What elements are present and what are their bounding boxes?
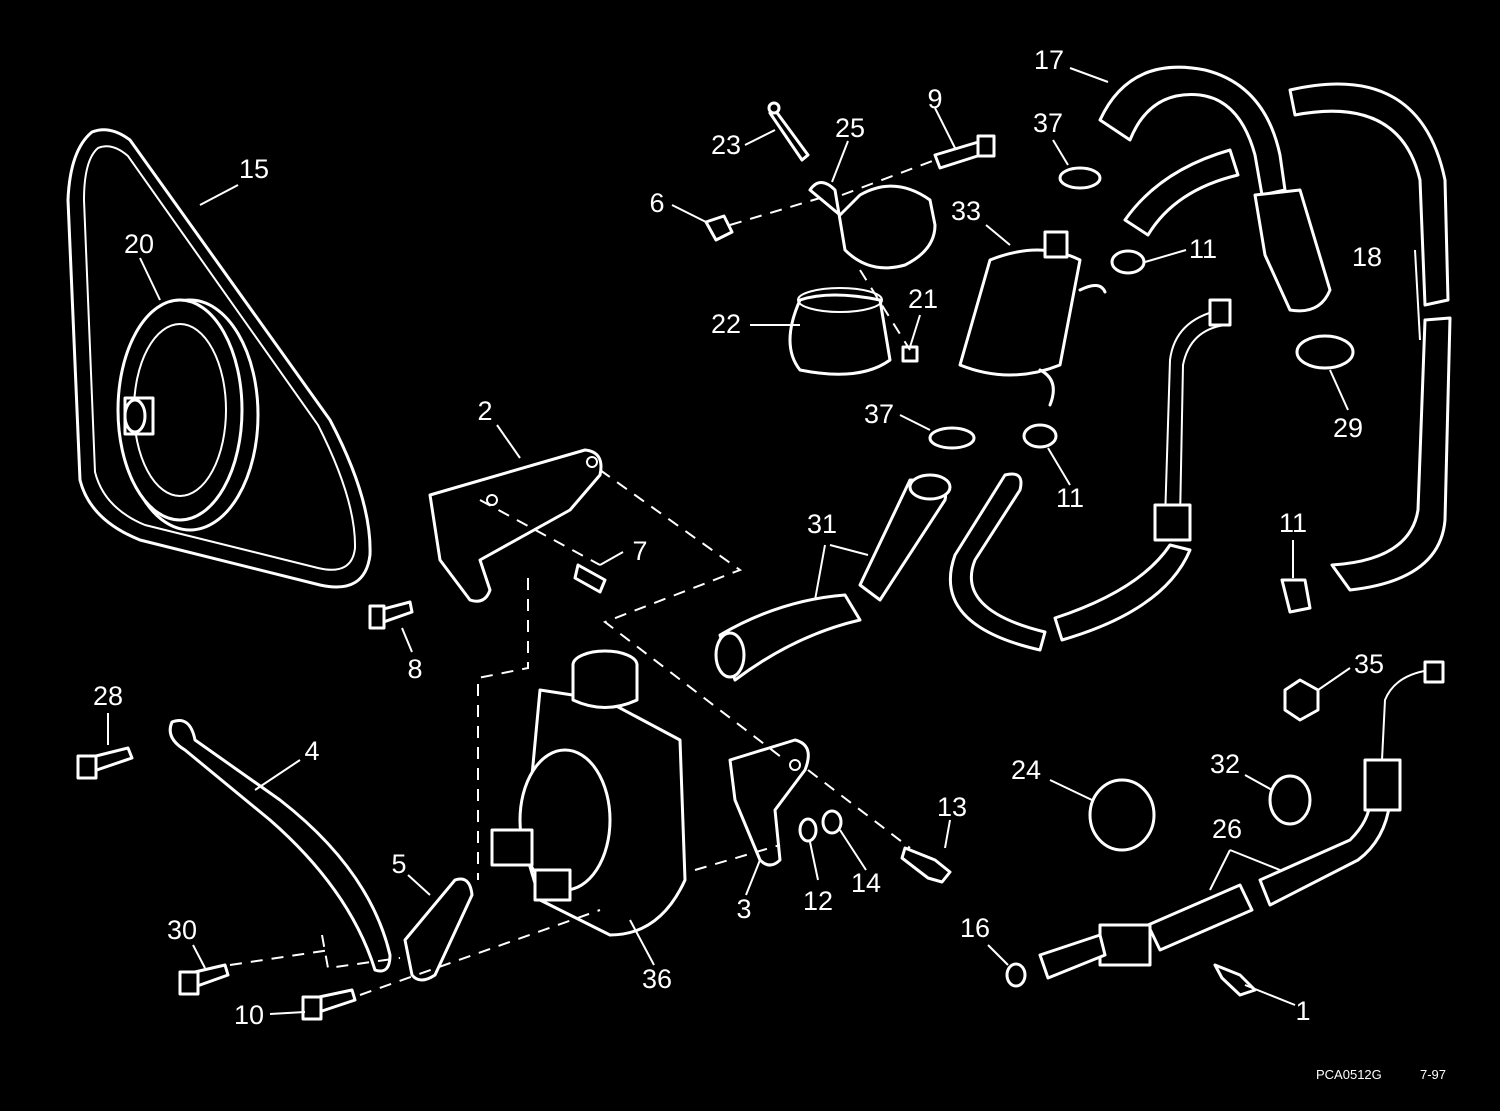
clamp-37-lower: [928, 426, 976, 450]
bolt-28: [76, 746, 134, 780]
label-part-10: 10: [234, 1000, 264, 1030]
hose-18: [1288, 82, 1452, 592]
hose-upper-tube: [1123, 148, 1332, 313]
bolt-23: [767, 101, 810, 162]
label-part-37-upper: 37: [1033, 108, 1063, 138]
label-part-2: 2: [477, 396, 492, 426]
nut-6: [704, 214, 734, 242]
label-part-4: 4: [304, 736, 319, 766]
label-part-7: 7: [632, 536, 647, 566]
tube-right: [1153, 298, 1232, 542]
plate-5: [403, 877, 474, 982]
bolt-9: [933, 134, 996, 170]
label-part-31: 31: [807, 509, 837, 539]
brace-4: [168, 719, 392, 973]
label-part-20: 20: [124, 229, 154, 259]
label-part-12: 12: [803, 886, 833, 916]
label-part-9: 9: [927, 84, 942, 114]
label-part-37-lower: 37: [864, 399, 894, 429]
hose-17: [1098, 65, 1287, 197]
clamp-11-upper: [1110, 249, 1146, 275]
label-part-6: 6: [649, 188, 664, 218]
label-part-35: 35: [1354, 649, 1384, 679]
clamp-11-middle: [1022, 423, 1058, 449]
label-part-1: 1: [1295, 996, 1310, 1026]
bolt-7: [573, 563, 607, 594]
label-part-8: 8: [407, 654, 422, 684]
label-part-11-upper: 11: [1189, 234, 1217, 264]
oring-16: [1005, 962, 1027, 988]
washer-12: [798, 817, 818, 843]
clamp-24: [1088, 778, 1156, 852]
label-part-14: 14: [851, 868, 881, 898]
label-part-24: 24: [1011, 755, 1041, 785]
bolt-13: [900, 846, 952, 884]
filter-33: [958, 230, 1107, 407]
clamp-37-upper: [1058, 166, 1102, 190]
label-part-26: 26: [1212, 814, 1242, 844]
label-part-32: 32: [1210, 749, 1240, 779]
label-part-25: 25: [835, 113, 865, 143]
label-part-3: 3: [736, 894, 751, 924]
bolt-8: [368, 600, 414, 630]
clamp-25: [808, 181, 937, 270]
clamp-11-lower: [1280, 578, 1312, 614]
pulley-20: [116, 298, 260, 532]
assembly-lines: [229, 159, 936, 996]
pump-36: [490, 649, 687, 937]
label-part-18: 18: [1352, 242, 1382, 272]
clip-1: [1213, 963, 1257, 997]
label-part-11-middle: 11: [1056, 483, 1084, 513]
label-part-21: 21: [908, 284, 938, 314]
bracket-3: [728, 738, 810, 867]
hose-26: [1038, 660, 1445, 980]
label-part-5: 5: [391, 849, 406, 879]
nut-35: [1283, 678, 1320, 722]
hose-lower-middle: [949, 472, 1192, 652]
leader-lines: [107, 67, 1421, 1015]
label-part-36: 36: [642, 964, 672, 994]
bolt-10: [301, 988, 357, 1021]
label-part-22: 22: [711, 309, 741, 339]
label-part-17: 17: [1034, 45, 1064, 75]
clamp-29: [1295, 334, 1355, 370]
label-part-15: 15: [239, 154, 269, 184]
bracket-2: [428, 448, 603, 603]
bolt-30: [178, 963, 230, 996]
label-part-29: 29: [1333, 413, 1363, 443]
sleeve-22: [788, 287, 892, 376]
label-part-33: 33: [951, 196, 981, 226]
footer: PCA0512G 7-97: [1316, 1067, 1446, 1082]
label-part-16: 16: [960, 913, 990, 943]
label-part-23: 23: [711, 130, 741, 160]
label-part-13: 13: [937, 792, 967, 822]
hose-31: [714, 473, 952, 682]
date-code: 7-97: [1420, 1067, 1446, 1082]
nut-14: [821, 809, 843, 835]
label-part-28: 28: [93, 681, 123, 711]
drawing-id: PCA0512G: [1316, 1067, 1382, 1082]
label-part-11-lower: 11: [1279, 508, 1307, 538]
part-labels: 1 2 3 4 5 6 7 8 9 10 11 11 11 12 13 14 1…: [93, 45, 1384, 1030]
clamp-32: [1268, 774, 1312, 826]
label-part-30: 30: [167, 915, 197, 945]
